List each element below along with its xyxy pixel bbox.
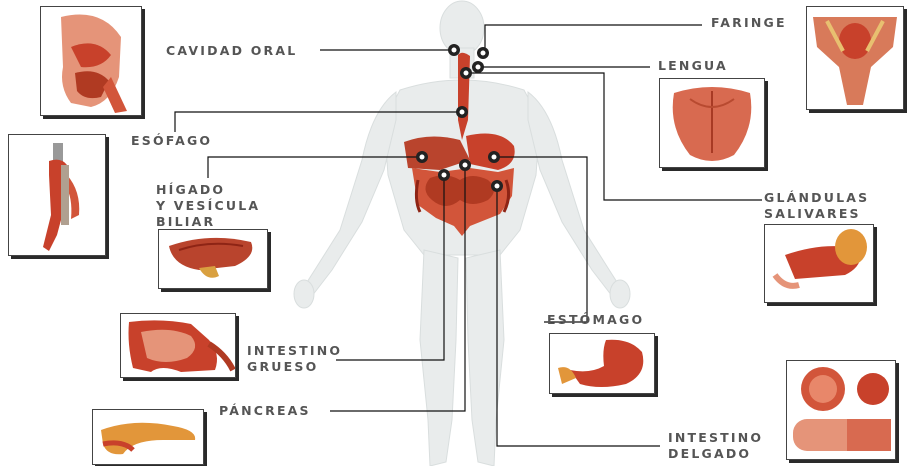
label-intestino-grueso: INTESTINO GRUESO: [247, 343, 342, 375]
small-intestine-image: [786, 360, 896, 460]
oral-cavity-image: [40, 6, 142, 116]
stomach-image: [549, 333, 655, 394]
pharynx-image: [806, 6, 904, 110]
tongue-image: [659, 78, 765, 168]
salivary-glands-image: [764, 224, 874, 303]
esophagus-image: [8, 134, 106, 256]
label-lengua: LENGUA: [658, 58, 728, 74]
liver-image: [158, 229, 268, 289]
label-higado: HÍGADO Y VESÍCULA BILIAR: [156, 182, 260, 230]
callout-dot-icon: [416, 151, 428, 163]
callout-dot-icon: [448, 44, 460, 56]
label-cavidad-oral: CAVIDAD ORAL: [166, 43, 297, 59]
label-esofago: ESÓFAGO: [131, 133, 212, 149]
label-faringe: FARINGE: [711, 15, 787, 31]
pancreas-image: [92, 409, 204, 465]
label-pancreas: PÁNCREAS: [219, 403, 311, 419]
callout-dot-icon: [438, 169, 450, 181]
label-glandulas: GLÁNDULAS SALIVARES: [764, 190, 869, 222]
callout-dot-icon: [472, 61, 484, 73]
label-intestino-delgado: INTESTINO DELGADO: [668, 430, 763, 462]
callout-dot-icon: [456, 106, 468, 118]
label-estomago: ESTÓMAGO: [547, 312, 644, 328]
callout-dot-icon: [488, 151, 500, 163]
callout-dot-icon: [459, 159, 471, 171]
callout-dot-icon: [477, 47, 489, 59]
large-intestine-image: [120, 313, 236, 378]
callout-dot-icon: [460, 67, 472, 79]
callout-dot-icon: [491, 180, 503, 192]
